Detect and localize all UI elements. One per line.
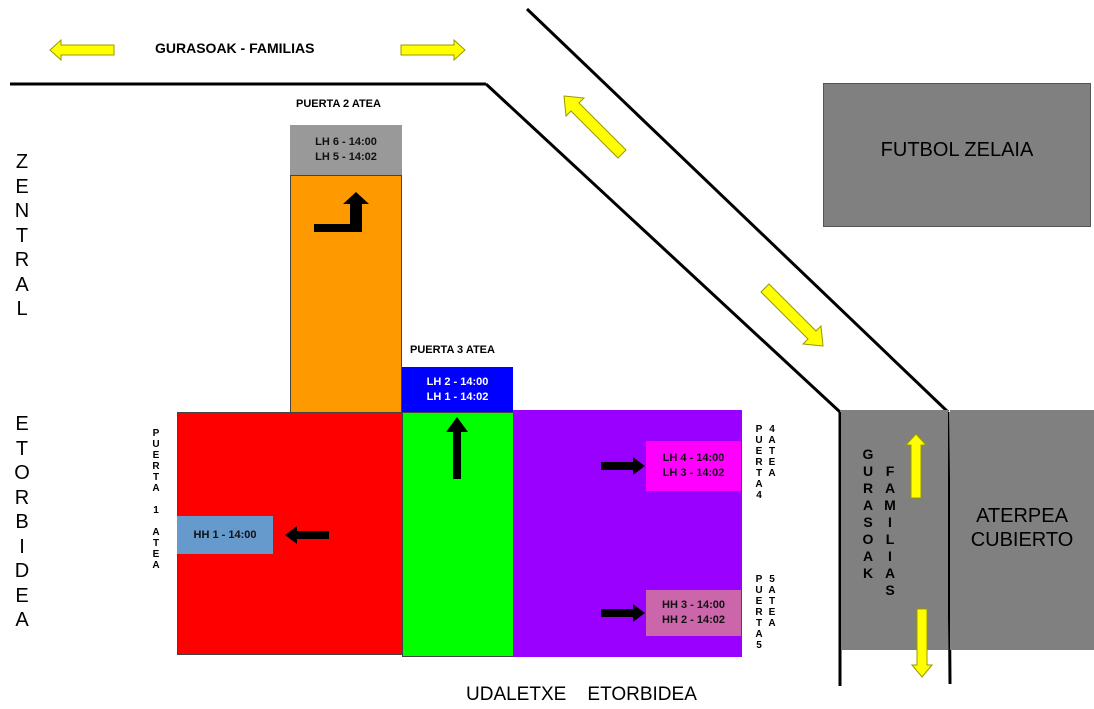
black-up-arrow-icon	[446, 417, 468, 479]
pink-schedule-line-1: HH 3 - 14:00	[662, 599, 725, 611]
familias-vertical-label: F A M I L I A S	[884, 463, 896, 598]
futbol-label: FUTBOL ZELAIA	[880, 138, 1034, 161]
etorbidea-vertical-label: E T O R B I D E A	[14, 413, 30, 631]
blue-schedule-line-1: LH 2 - 14:00	[426, 375, 489, 388]
gray-schedule-box: LH 6 - 14:00 LH 5 - 14:02	[290, 125, 402, 175]
gray-schedule-line-1: LH 6 - 14:00	[315, 136, 377, 148]
aterpea-label-line-1: ATERPEA	[976, 504, 1068, 527]
yellow-arrow-right-icon	[400, 39, 466, 61]
street-bottom-label: UDALETXE ETORBIDEA	[466, 684, 697, 705]
puerta2-label: PUERTA 2 ATEA	[296, 98, 381, 110]
pink-schedule-line-2: HH 2 - 14:02	[662, 614, 725, 626]
yellow-arrow-upleft-icon	[563, 95, 627, 159]
aterpea-area: ATERPEA CUBIERTO	[950, 410, 1094, 650]
puerta5-atea-vertical-label: 5 A T E A	[768, 574, 776, 629]
blue-schedule-line-2: LH 1 - 14:02	[426, 390, 489, 403]
aterpea-label-line-2: CUBIERTO	[970, 528, 1074, 551]
lightblue-schedule-box: HH 1 - 14:00	[177, 516, 273, 554]
yellow-arrow-up-icon	[905, 433, 927, 499]
magenta-schedule-line-1: LH 4 - 14:00	[662, 452, 725, 464]
orange-building	[290, 175, 402, 413]
magenta-schedule-box: LH 4 - 14:00 LH 3 - 14:02	[646, 441, 741, 491]
gray-schedule-line-2: LH 5 - 14:02	[315, 151, 377, 163]
yellow-arrow-left-icon	[49, 39, 115, 61]
blue-schedule-box: LH 2 - 14:00 LH 1 - 14:02	[402, 367, 513, 412]
puerta4-atea-vertical-label: 4 A T E A	[768, 424, 776, 479]
families-walkway	[841, 410, 948, 650]
yellow-arrow-down-icon	[911, 608, 933, 678]
black-right-arrow-icon	[601, 457, 645, 475]
gurasoak-vertical-label: G U R A S O A K	[862, 446, 874, 581]
yellow-arrow-downright-icon	[760, 283, 824, 347]
puerta5-vertical-label: P U E R T A 5	[755, 574, 763, 651]
black-left-arrow-icon	[285, 526, 329, 544]
black-right-arrow-icon	[601, 604, 645, 622]
futbol-field: FUTBOL ZELAIA	[823, 83, 1091, 227]
road-line-diagonal-lower	[484, 82, 842, 414]
top-banner-label: GURASOAK - FAMILIAS	[155, 40, 315, 56]
black-turn-arrow-icon	[314, 192, 369, 232]
magenta-schedule-line-2: LH 3 - 14:02	[662, 467, 725, 479]
lightblue-schedule-line-1: HH 1 - 14:00	[193, 528, 257, 541]
puerta1-vertical-label: P U E R T A 1 A T E A	[152, 428, 160, 571]
pink-schedule-box: HH 3 - 14:00 HH 2 - 14:02	[646, 590, 741, 636]
puerta3-label: PUERTA 3 ATEA	[410, 344, 495, 356]
puerta4-vertical-label: P U E R T A 4	[755, 424, 763, 501]
zentral-vertical-label: Z E N T R A L	[14, 151, 30, 320]
